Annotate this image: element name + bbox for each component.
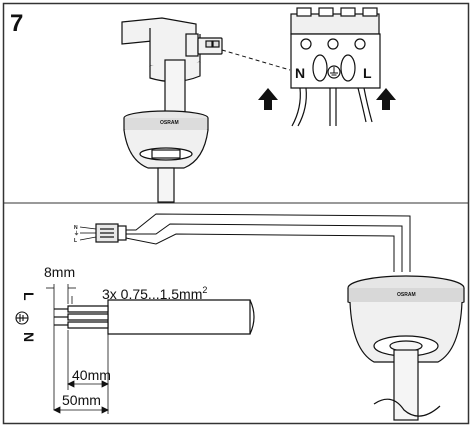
connector-label-earth: ⏚ [74, 230, 79, 237]
dim-strip [46, 284, 76, 410]
step-number: 7 [10, 10, 23, 37]
stripped-cable [54, 299, 255, 335]
cable-label-l: L [21, 292, 37, 301]
connector-leads [79, 226, 97, 241]
ceiling-canopy [123, 59, 209, 203]
cable-run [125, 213, 411, 272]
earth-symbol-icon [330, 67, 338, 76]
pendant-canopy [347, 275, 465, 421]
connector-label-l: L [74, 238, 77, 244]
cable-spec-superscript: 2 [202, 285, 207, 295]
leader-line [221, 49, 291, 71]
terminal-label-l: L [363, 65, 372, 81]
up-arrow-icon [376, 88, 396, 110]
lamp-brand-label: OSRAM [397, 292, 416, 298]
lamp-connector [95, 223, 127, 243]
connector-label-n: N [74, 225, 78, 231]
dim-inner [67, 330, 109, 390]
cable-spec: 3x 0.75...1.5mm2 [102, 285, 207, 302]
dim-outer [53, 390, 109, 414]
dim-outer-label: 50mm [62, 392, 101, 408]
dim-inner-label: 40mm [72, 367, 111, 383]
terminal-label-n: N [295, 65, 305, 81]
terminal-wires [291, 87, 373, 127]
canopy-brand-label: OSRAM [160, 120, 179, 126]
earth-circle-icon [15, 311, 29, 325]
cable-spec-text: 3x 0.75...1.5mm [102, 286, 202, 302]
cable-label-n: N [21, 332, 37, 342]
dim-strip-label: 8mm [44, 264, 75, 280]
up-arrow-icon [258, 88, 278, 110]
terminal-block [290, 7, 381, 89]
